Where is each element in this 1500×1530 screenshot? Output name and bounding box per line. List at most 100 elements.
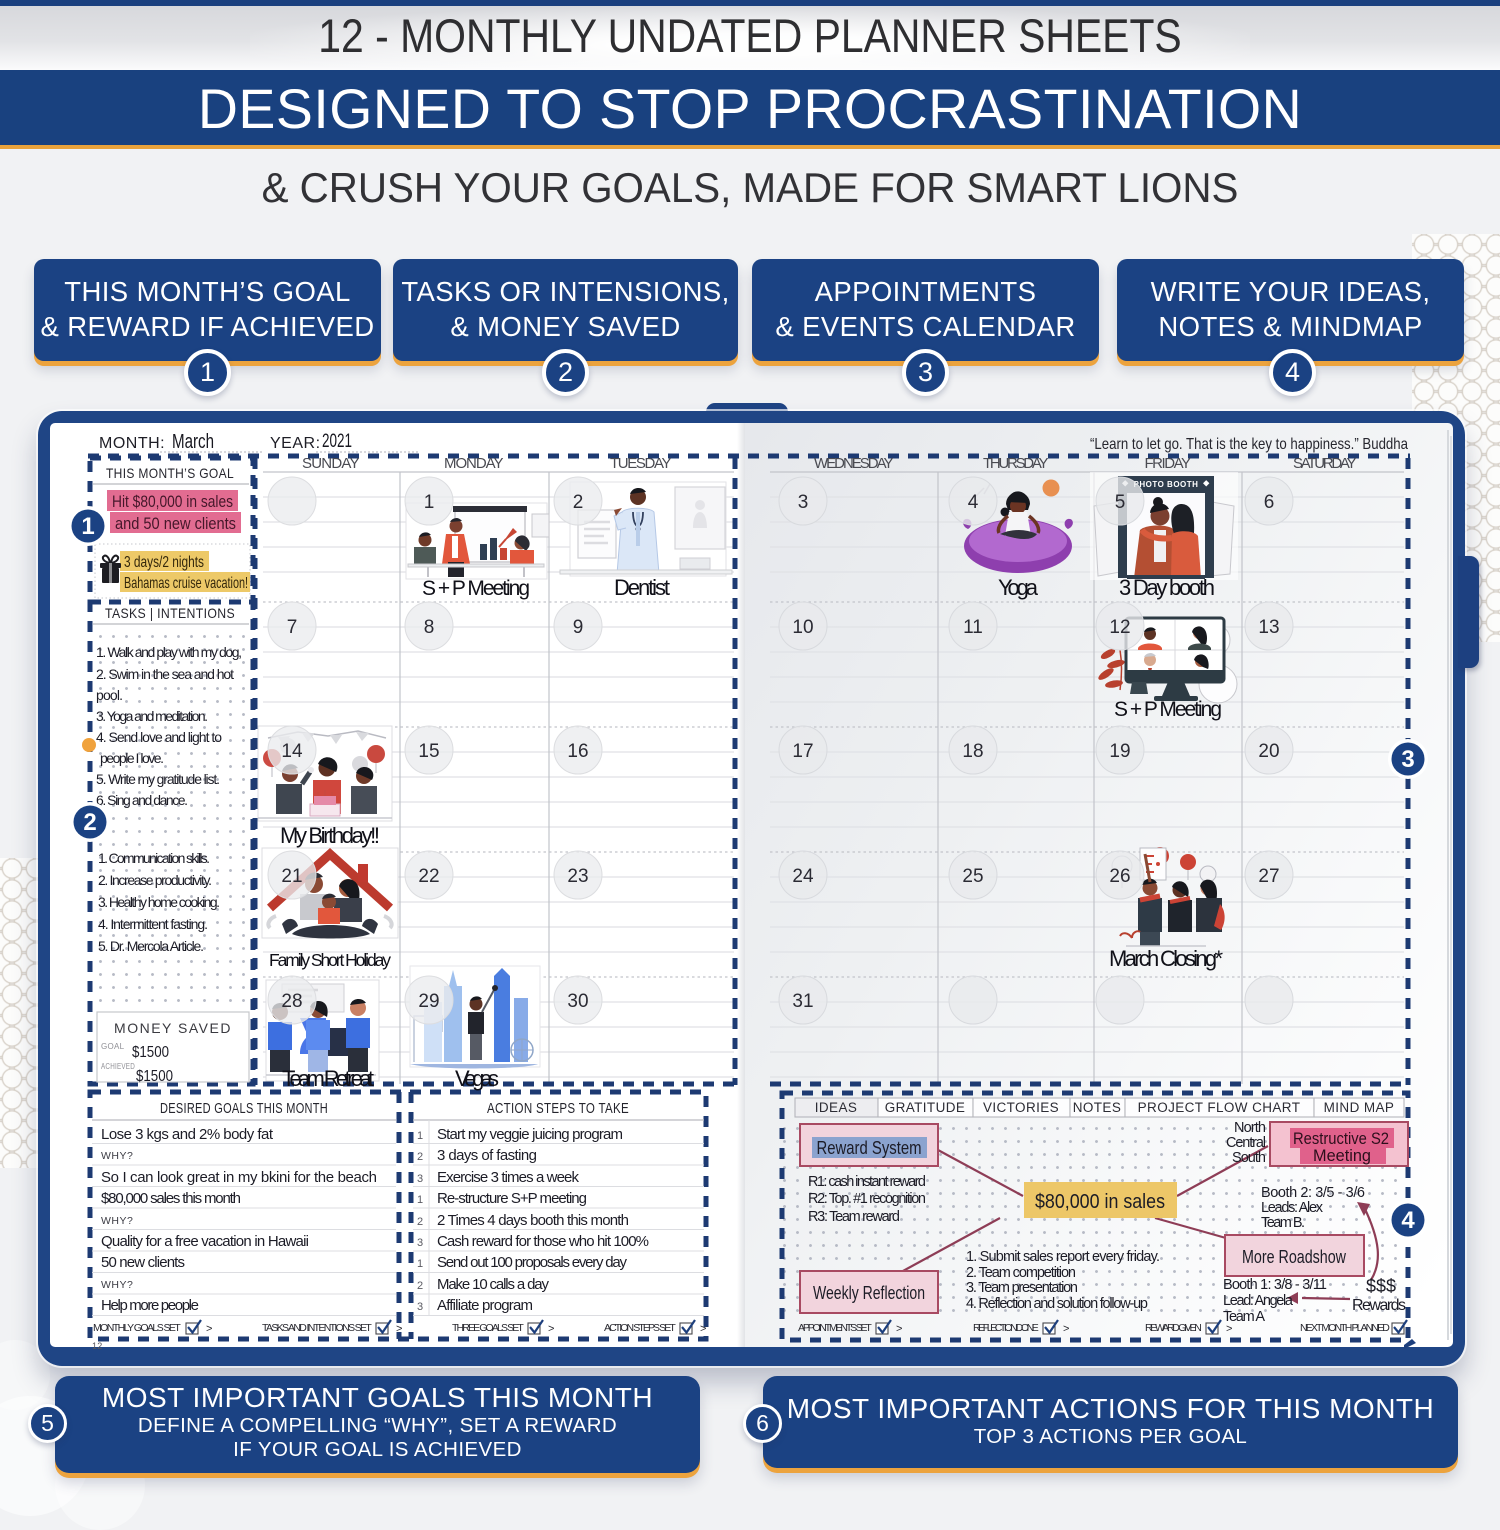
svg-text:1. Communication skills.: 1. Communication skills.	[98, 850, 210, 866]
svg-text:>: >	[206, 1323, 212, 1335]
svg-text:25: 25	[962, 866, 983, 887]
svg-text:THIS MONTH’S GOAL: THIS MONTH’S GOAL	[106, 465, 234, 481]
svg-text:3: 3	[417, 1301, 423, 1313]
svg-text:1: 1	[417, 1130, 423, 1142]
svg-text:Re-structure S+P meeting: Re-structure S+P meeting	[437, 1190, 587, 1207]
svg-text:WHY?: WHY?	[101, 1215, 133, 1227]
svg-text:50 new clients: 50 new clients	[101, 1254, 185, 1271]
svg-text:Affiliate program: Affiliate program	[437, 1297, 533, 1314]
svg-text:Help more people: Help more people	[101, 1297, 199, 1314]
svg-text:3. Yoga and meditation.: 3. Yoga and meditation.	[96, 708, 208, 724]
svg-text:Restructive S2: Restructive S2	[1293, 1129, 1389, 1148]
svg-text:Exercise 3 times a week: Exercise 3 times a week	[437, 1169, 580, 1186]
svg-text:3: 3	[417, 1237, 423, 1249]
svg-text:Yoga: Yoga	[998, 575, 1039, 600]
svg-text:2: 2	[417, 1280, 423, 1292]
svg-text:R2: Top. #1 recognition: R2: Top. #1 recognition	[808, 1191, 926, 1207]
svg-text:14: 14	[281, 741, 303, 762]
svg-text:Lose 3 kgs and 2% body fat: Lose 3 kgs and 2% body fat	[101, 1126, 274, 1143]
svg-text:$1500: $1500	[136, 1068, 173, 1085]
svg-text:S + P Meeting: S + P Meeting	[1114, 698, 1222, 721]
svg-text:Booth 1: 3/8 - 3/11: Booth 1: 3/8 - 3/11	[1223, 1277, 1327, 1293]
svg-text:$80,000 in sales: $80,000 in sales	[1035, 1191, 1165, 1213]
svg-text:$1500: $1500	[132, 1044, 169, 1061]
svg-text:2. Team competition: 2. Team competition	[966, 1265, 1076, 1281]
svg-text:R3: Team reward: R3: Team reward	[808, 1209, 900, 1225]
svg-text:>: >	[548, 1323, 554, 1335]
svg-text:NEXT MONTH PLANNED: NEXT MONTH PLANNED	[1300, 1322, 1390, 1334]
svg-text:REFLECTION DONE: REFLECTION DONE	[973, 1322, 1039, 1334]
svg-text:MONTH:: MONTH:	[99, 435, 165, 452]
svg-text:VICTORIES: VICTORIES	[983, 1100, 1059, 1115]
svg-text:4. Reflection and solution fol: 4. Reflection and solution follow-up	[966, 1296, 1148, 1312]
svg-text:7: 7	[287, 617, 298, 638]
svg-text:TUESDAY: TUESDAY	[610, 455, 672, 472]
svg-text:IDEAS: IDEAS	[815, 1100, 858, 1115]
svg-text:Weekly Reflection: Weekly Reflection	[813, 1283, 925, 1303]
svg-text:North: North	[1234, 1120, 1266, 1136]
svg-text:2: 2	[417, 1216, 423, 1228]
svg-text:Bahamas cruise vacation!: Bahamas cruise vacation!	[124, 575, 248, 592]
svg-text:Vegas: Vegas	[455, 1066, 499, 1091]
svg-text:MONDAY: MONDAY	[444, 455, 504, 472]
svg-text:Start my veggie juicing progra: Start my veggie juicing program	[437, 1126, 623, 1143]
svg-text:2: 2	[83, 809, 96, 836]
svg-text:13: 13	[1258, 617, 1279, 638]
svg-text:23: 23	[567, 866, 588, 887]
svg-text:17: 17	[792, 741, 813, 762]
svg-text:19: 19	[1109, 741, 1130, 762]
svg-text:Family Short Holiday: Family Short Holiday	[269, 950, 391, 970]
svg-text:3: 3	[798, 492, 809, 513]
svg-text:Reward System: Reward System	[817, 1138, 922, 1158]
svg-text:ACHIEVED: ACHIEVED	[101, 1062, 135, 1071]
svg-text:3. Healthy home cooking.: 3. Healthy home cooking.	[98, 894, 220, 910]
svg-text:16: 16	[567, 741, 588, 762]
svg-text:4: 4	[1401, 1207, 1415, 1234]
svg-text:GOAL: GOAL	[101, 1042, 125, 1051]
svg-text:4. Send love and light to: 4. Send love and light to	[96, 729, 222, 745]
svg-text:Team Retreat: Team Retreat	[282, 1066, 374, 1091]
svg-text:12: 12	[92, 1341, 102, 1351]
svg-text:15: 15	[418, 741, 439, 762]
svg-text:R1: cash instant reward: R1: cash instant reward	[808, 1174, 926, 1190]
svg-text:WHY?: WHY?	[101, 1150, 133, 1162]
svg-text:Rewards: Rewards	[1352, 1297, 1406, 1314]
svg-text:NOTES: NOTES	[1073, 1100, 1122, 1115]
svg-text:2: 2	[573, 492, 584, 513]
svg-text:>: >	[396, 1323, 402, 1335]
svg-text:3: 3	[417, 1173, 423, 1185]
svg-text:1: 1	[81, 513, 94, 540]
svg-text:APPOINTMENTS SET: APPOINTMENTS SET	[798, 1322, 872, 1334]
svg-text:3 days of fasting: 3 days of fasting	[437, 1147, 537, 1164]
svg-text:>: >	[1063, 1323, 1069, 1335]
svg-text:and 50 new clients: and 50 new clients	[115, 514, 236, 533]
svg-text:2 Times 4 days booth this mont: 2 Times 4 days booth this month	[437, 1212, 629, 1229]
svg-text:5: 5	[1115, 492, 1126, 513]
svg-text:>: >	[1226, 1323, 1232, 1335]
svg-text:THURSDAY: THURSDAY	[983, 455, 1049, 472]
svg-text:4. Intermittent fasting.: 4. Intermittent fasting.	[98, 916, 208, 932]
svg-text:20: 20	[1258, 741, 1279, 762]
svg-text:WHY?: WHY?	[101, 1279, 133, 1291]
svg-text:TASKS | INTENTIONS: TASKS | INTENTIONS	[105, 605, 235, 621]
svg-text:Dentist: Dentist	[614, 575, 670, 600]
svg-text:GRATITUDE: GRATITUDE	[885, 1100, 966, 1115]
svg-text:YEAR:: YEAR:	[270, 435, 321, 452]
svg-text:SUNDAY: SUNDAY	[302, 455, 360, 472]
svg-text:11: 11	[963, 617, 983, 638]
svg-text:FRIDAY: FRIDAY	[1145, 455, 1192, 472]
svg-text:26: 26	[1109, 866, 1130, 887]
svg-text:>: >	[700, 1323, 706, 1335]
svg-text:3 Day booth: 3 Day booth	[1119, 575, 1215, 600]
svg-text:29: 29	[418, 991, 439, 1012]
svg-text:pool.: pool.	[96, 687, 123, 703]
svg-text:1: 1	[424, 492, 435, 513]
svg-text:3: 3	[1401, 746, 1414, 773]
svg-text:Lead: Angela: Lead: Angela	[1223, 1293, 1294, 1309]
svg-text:March Closing*: March Closing*	[1109, 946, 1223, 971]
svg-text:Team B.: Team B.	[1261, 1215, 1305, 1231]
svg-text:24: 24	[792, 866, 814, 887]
svg-text:6: 6	[1264, 492, 1275, 513]
svg-text:Make 10 calls a day: Make 10 calls a day	[437, 1276, 550, 1293]
svg-text:Quality for a free vacation in: Quality for a free vacation in Hawaii	[101, 1233, 309, 1250]
